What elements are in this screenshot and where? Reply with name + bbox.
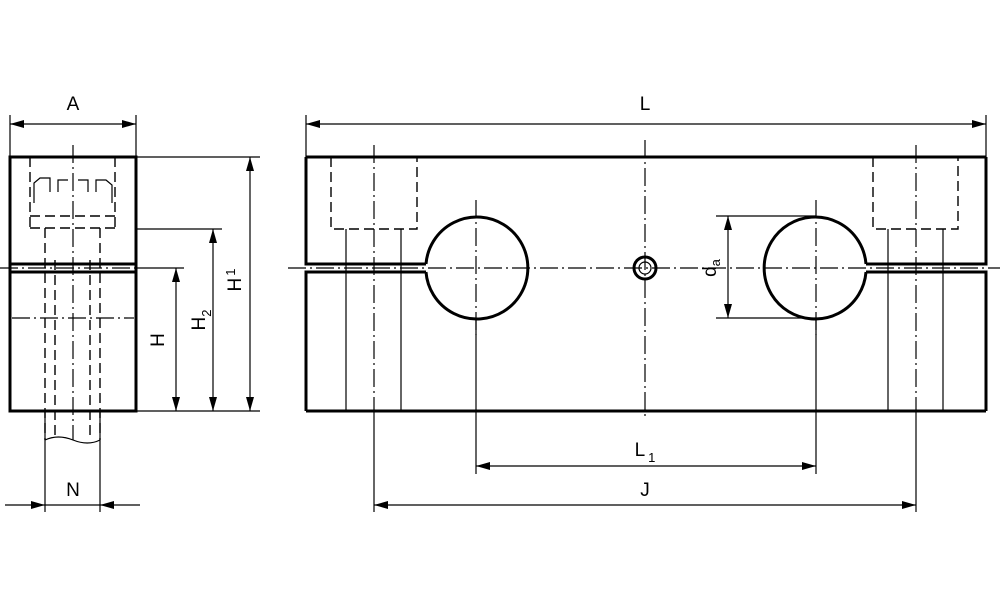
svg-text:H1: H1 — [223, 269, 246, 292]
label-L1-sub: 1 — [648, 450, 655, 465]
label-L1: L — [635, 440, 646, 461]
label-H2: H — [189, 317, 210, 331]
label-H2-sub: 2 — [199, 310, 214, 317]
dimension-N: N — [5, 440, 140, 512]
svg-text:L1: L1 — [635, 440, 656, 465]
label-L: L — [640, 94, 651, 115]
svg-text:da: da — [700, 258, 723, 277]
svg-text:H2: H2 — [189, 310, 214, 331]
dimension-L: L — [305, 94, 987, 157]
label-A: A — [67, 94, 80, 115]
side-view: A H H2 H1 N — [0, 94, 260, 512]
screw-hidden — [29, 157, 116, 444]
dimension-A: A — [9, 94, 137, 157]
dimension-H1: H1 — [223, 157, 254, 411]
label-N: N — [66, 480, 80, 501]
front-view-outline — [304, 155, 988, 413]
dimension-H2: H2 — [189, 229, 217, 411]
dimension-H: H — [148, 268, 180, 411]
label-H1-sub: 1 — [223, 269, 238, 276]
dimension-da: da — [700, 215, 816, 319]
dimension-J: J — [374, 480, 916, 509]
label-H: H — [148, 333, 169, 347]
label-H1: H — [225, 278, 246, 292]
label-da: d — [700, 266, 721, 277]
label-J: J — [640, 480, 650, 501]
label-da-sub: a — [708, 258, 723, 266]
